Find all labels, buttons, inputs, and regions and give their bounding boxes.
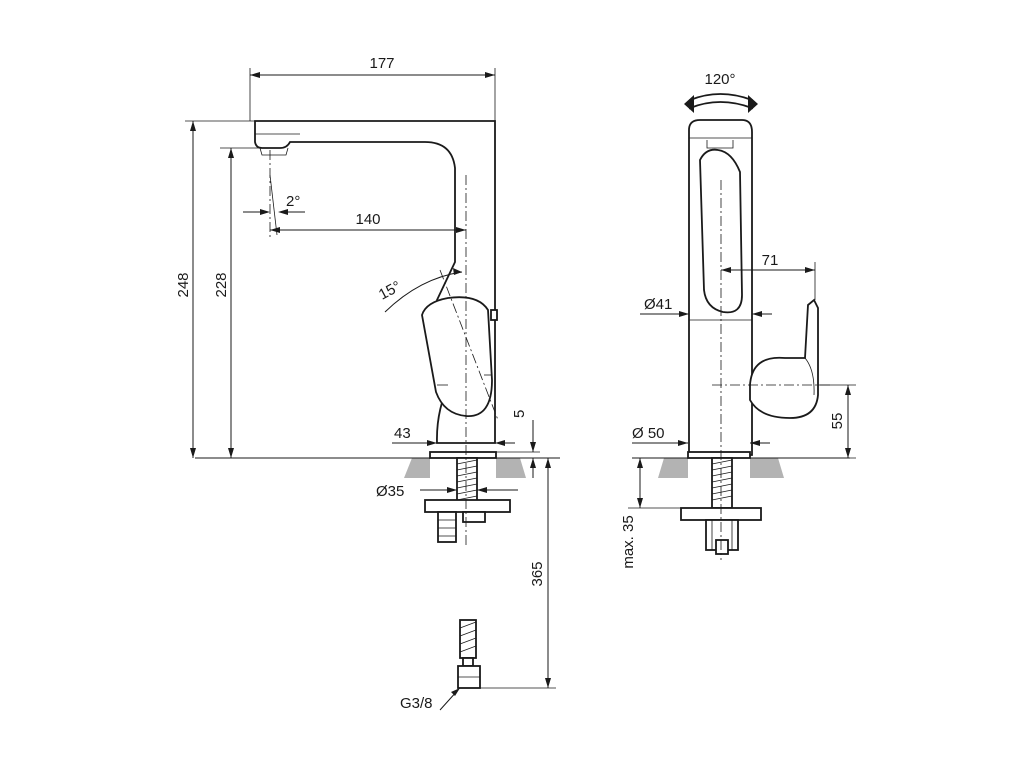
counter-surface-right	[658, 458, 784, 478]
dim-lever-reach: 71	[762, 252, 779, 269]
lever-front	[749, 298, 819, 419]
lever-handle	[421, 296, 493, 417]
front-body	[688, 119, 753, 456]
dim-overall-height: 248	[175, 272, 192, 297]
dim-base-thickness: 5	[511, 410, 528, 418]
side-view: 177 248 228 2° 140 15° 43	[175, 55, 560, 712]
dim-lever-height: 55	[829, 413, 846, 430]
dim-spout-reach: 140	[355, 211, 380, 228]
dim-max-thickness: max. 35	[620, 515, 637, 568]
dim-hole-diameter: Ø35	[376, 483, 404, 500]
connector-left	[437, 511, 457, 543]
dim-base-diameter-right: Ø 50	[632, 425, 665, 442]
front-threaded-rod	[711, 457, 733, 509]
dim-width-total: 177	[369, 55, 394, 72]
nut-plate-left	[424, 499, 511, 513]
dim-connection: G3/8	[400, 695, 433, 712]
dim-hose-length: 365	[529, 561, 546, 586]
swivel-arrow	[689, 93, 753, 110]
dim-base-diameter-left: 43	[394, 425, 411, 442]
dim-swivel-angle: 120°	[704, 71, 735, 88]
dim-spout-angle: 2°	[286, 193, 300, 210]
dim-body-diameter: Ø41	[644, 296, 672, 313]
front-view: 120° 71 Ø41 Ø 50 55 max. 35	[620, 71, 856, 569]
counter-surface-left	[404, 458, 526, 478]
spout-face	[699, 148, 743, 314]
dim-spout-height: 228	[213, 272, 230, 297]
